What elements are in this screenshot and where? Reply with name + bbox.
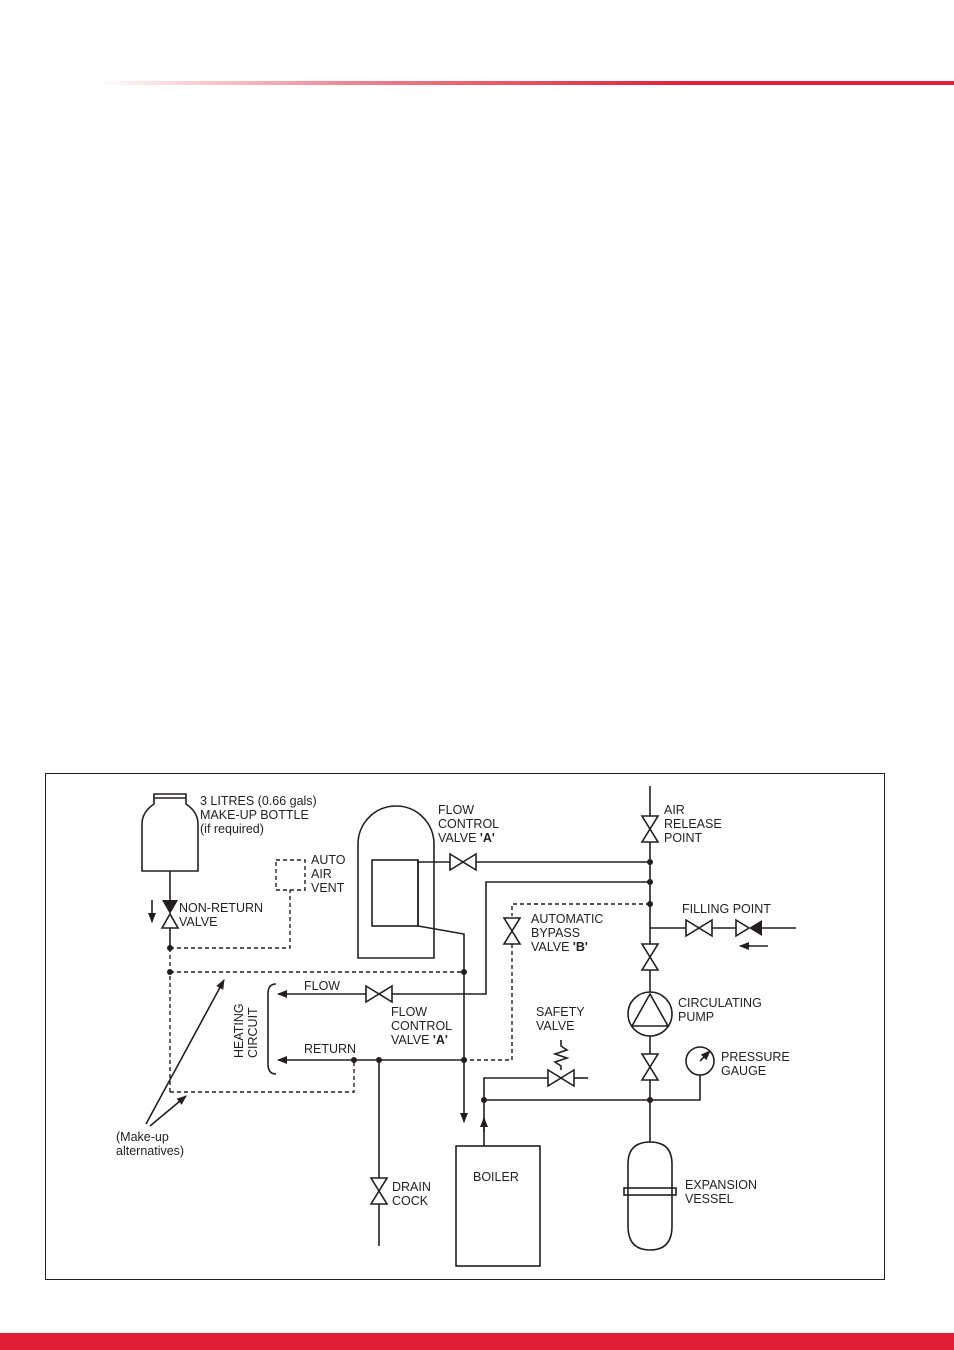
drain-cock	[369, 1177, 389, 1205]
bypass-label-3: VALVE 'B'	[531, 940, 588, 954]
fcva-low-label-1: FLOW	[391, 1005, 427, 1019]
fcva-top-label-1: FLOW	[438, 803, 474, 817]
safety-label-2: VALVE	[536, 1019, 574, 1033]
makeup-label-1: (Make-up	[116, 1130, 169, 1144]
cylinder-coil	[371, 859, 419, 927]
fcva-low-label-3: VALVE 'A'	[391, 1033, 448, 1047]
vent-label-3: VENT	[311, 881, 345, 895]
automatic-bypass-valve	[502, 917, 522, 945]
safety-label-1: SAFETY	[536, 1005, 585, 1019]
nrv-label-1: NON-RETURN	[179, 901, 263, 915]
return-label: RETURN	[304, 1042, 356, 1056]
pump-isolating-valve-bottom	[640, 1053, 660, 1081]
heating-system-diagram: 3 LITRES (0.66 gals) MAKE-UP BOTTLE (if …	[45, 773, 885, 1280]
vent-label-2: AIR	[311, 867, 332, 881]
expansion-label-1: EXPANSION	[685, 1178, 757, 1192]
bypass-label-2: BYPASS	[531, 926, 580, 940]
filling-label: FILLING POINT	[682, 902, 771, 916]
gauge-label-1: PRESSURE	[721, 1050, 790, 1064]
heating-label-2: CIRCUIT	[246, 1007, 260, 1058]
filling-non-return-valve	[735, 918, 762, 938]
flow-label: FLOW	[304, 979, 340, 993]
drain-label-2: COCK	[392, 1194, 429, 1208]
air-label-2: RELEASE	[664, 817, 722, 831]
expansion-label-2: VESSEL	[685, 1192, 734, 1206]
air-label-1: AIR	[664, 803, 685, 817]
filling-valve	[685, 918, 713, 938]
air-label-3: POINT	[664, 831, 703, 845]
safety-valve	[547, 1040, 575, 1088]
non-return-valve	[160, 900, 180, 929]
nrv-label-2: VALVE	[179, 915, 217, 929]
bottle-label-2: MAKE-UP BOTTLE	[200, 808, 309, 822]
bottle-label-3: (if required)	[200, 822, 264, 836]
boiler-label: BOILER	[473, 1170, 519, 1184]
gauge-label-2: GAUGE	[721, 1064, 766, 1078]
air-release-valve	[640, 815, 660, 843]
makeup-arrow-2	[149, 1095, 187, 1127]
circulating-pump	[627, 991, 673, 1037]
top-accent-rule	[95, 81, 954, 85]
heating-label-1: HEATING	[232, 1003, 246, 1058]
fcva-low-label-2: CONTROL	[391, 1019, 452, 1033]
heating-circuit-brace	[267, 983, 277, 1075]
flow-control-valve-low	[365, 984, 393, 1004]
pressure-gauge	[685, 1046, 715, 1076]
fcva-top-label-3: VALVE 'A'	[438, 831, 495, 845]
auto-air-vent	[275, 859, 306, 891]
fcva-top-label-2: CONTROL	[438, 817, 499, 831]
bottle-label-1: 3 LITRES (0.66 gals)	[200, 794, 317, 808]
makeup-label-2: alternatives)	[116, 1144, 184, 1158]
pump-label-2: PUMP	[678, 1010, 714, 1024]
hot-water-cylinder	[357, 805, 435, 959]
bottom-accent-band	[0, 1333, 954, 1350]
pump-isolating-valve-top	[640, 943, 660, 971]
vent-label-1: AUTO	[311, 853, 346, 867]
drain-label-1: DRAIN	[392, 1180, 431, 1194]
flow-control-valve-top	[449, 852, 477, 872]
pump-label-1: CIRCULATING	[678, 996, 762, 1010]
make-up-bottle	[141, 793, 199, 872]
expansion-vessel-band	[623, 1187, 677, 1196]
makeup-arrow-1	[145, 979, 225, 1125]
bypass-label-1: AUTOMATIC	[531, 912, 603, 926]
schematic-svg: 3 LITRES (0.66 gals) MAKE-UP BOTTLE (if …	[116, 786, 796, 1267]
boiler	[455, 1145, 541, 1267]
expansion-vessel	[627, 1141, 673, 1251]
